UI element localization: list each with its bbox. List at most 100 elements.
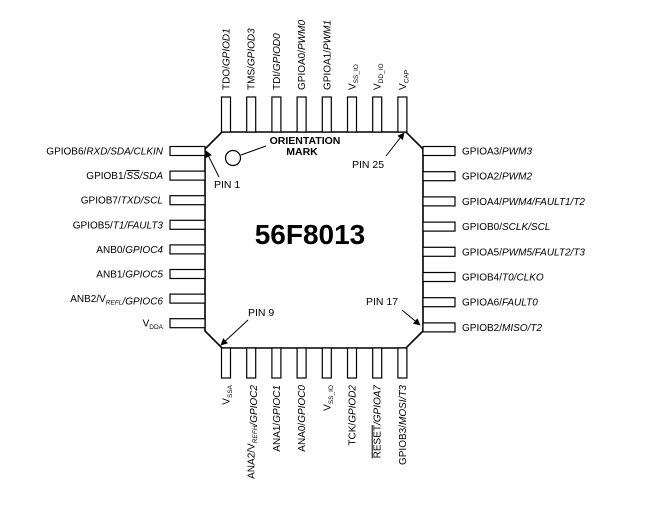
bottom-pin-7: RESET/GPIOA7 bbox=[372, 347, 384, 459]
left-pin-8: VDDA bbox=[143, 318, 206, 332]
pin-lead bbox=[296, 96, 307, 133]
pin-lead bbox=[397, 347, 408, 379]
pin-lead bbox=[169, 170, 206, 181]
right-pin-5: GPIOA5/PWM5/FAULT2/T3 bbox=[422, 246, 585, 258]
bottom-pin-8: GPIOB3/MOSI/T3 bbox=[397, 347, 409, 465]
bottom-pin-6: TCK/GPIOD2 bbox=[346, 347, 359, 446]
right-pin-8: GPIOB2/MISO/T2 bbox=[422, 322, 542, 334]
pin-lead bbox=[271, 96, 282, 133]
bottom-pin-4: ANA0/GPIOC0 bbox=[296, 347, 308, 452]
pin-lead bbox=[246, 96, 257, 133]
pin-lead bbox=[422, 271, 456, 283]
pin-lead bbox=[246, 347, 257, 379]
left-pin-row: GPIOB6/RXD/SDA/CLKIN GPIOB1/SS/SDA GPIOB7/… bbox=[46, 145, 206, 332]
pin-label: GPIOB7/TXD/SCL bbox=[81, 196, 163, 207]
pin-lead bbox=[422, 221, 456, 232]
right-pin-4: GPIOB0/SCLK/SCL bbox=[422, 221, 550, 233]
pin-label: VSS_IO bbox=[322, 385, 335, 411]
left-pin-7: ANB2/VREFL/GPIOC6 bbox=[70, 293, 206, 308]
bottom-pin-2: ANA2/VREFH/GPIOC2 bbox=[246, 347, 261, 479]
pin-label: TCK/GPIOD2 bbox=[348, 385, 359, 446]
pin-label: ANA2/VREFH/GPIOC2 bbox=[247, 385, 261, 479]
pin-lead bbox=[422, 322, 456, 333]
pin-label: GPIOB6/RXD/SDA/CLKIN bbox=[46, 147, 163, 158]
pin-1-callout: PIN 1 bbox=[214, 179, 240, 191]
top-pin-7: VDD_IO bbox=[372, 63, 386, 133]
pin-lead bbox=[397, 96, 408, 133]
pin-label: RESET/GPIOA7 bbox=[373, 385, 384, 459]
pin-17-callout: PIN 17 bbox=[366, 296, 398, 308]
pin-lead bbox=[321, 96, 332, 133]
pin-label: ANB1/GPIOC5 bbox=[96, 270, 163, 281]
top-pin-4: GPIOA0/PWM0 bbox=[296, 20, 308, 133]
bottom-pin-3: ANA1/GPIOC1 bbox=[271, 347, 283, 452]
pin-label: VDDA bbox=[143, 319, 164, 332]
right-pin-row: GPIOA3/PWM3GPIOA2/PWM2GPIOA4/PWM4/FAULT1… bbox=[422, 145, 585, 334]
pin-label: GPIOA1/PWM1 bbox=[322, 20, 333, 90]
pin-lead bbox=[169, 244, 206, 255]
pin-lead bbox=[220, 96, 232, 133]
left-pin-1: GPIOB6/RXD/SDA/CLKIN bbox=[46, 145, 206, 158]
right-pin-6: GPIOB4/T0/CLKO bbox=[422, 271, 544, 284]
pin-lead bbox=[346, 96, 358, 133]
pin-label: GPIOB4/T0/CLKO bbox=[462, 273, 544, 284]
top-pin-row: TDO/GPIOD1 TMS/GPIOD3 TDI/GPIOD0 GPIOA0/PWM… bbox=[220, 20, 411, 133]
pin-lead bbox=[422, 297, 456, 308]
pin-label: VSS_IO bbox=[348, 64, 361, 90]
pin-label: GPIOA6/FAULT0 bbox=[462, 298, 538, 309]
pin-25-callout: PIN 25 bbox=[352, 159, 384, 171]
pin-lead bbox=[296, 347, 307, 379]
top-pin-8: VCAP bbox=[397, 70, 411, 133]
right-pin-2: GPIOA2/PWM2 bbox=[422, 171, 532, 183]
pin-label: GPIOB1/SS/SDA bbox=[86, 171, 163, 182]
pin-9-arrow bbox=[220, 319, 249, 346]
orientation-mark-label-line1: ORIENTATION bbox=[270, 135, 341, 147]
left-pin-5: ANB0/GPIOC4 bbox=[96, 244, 206, 256]
top-pin-5: GPIOA1/PWM1 bbox=[321, 20, 333, 133]
left-pin-3: GPIOB7/TXD/SCL bbox=[81, 195, 206, 207]
right-pin-3: GPIOA4/PWM4/FAULT1/T2 bbox=[422, 196, 585, 208]
top-pin-6: VSS_IO bbox=[346, 64, 361, 133]
pin-label: GPIOB3/MOSI/T3 bbox=[398, 385, 409, 465]
orientation-mark-pointer bbox=[240, 145, 267, 156]
pin-label: ANA0/GPIOC0 bbox=[297, 385, 308, 452]
pin-lead bbox=[169, 219, 206, 230]
left-pin-2: GPIOB1/SS/SDA bbox=[86, 170, 206, 182]
pin-label: TMS/GPIOD3 bbox=[247, 28, 258, 90]
pin-label: GPIOA5/PWM5/FAULT2/T3 bbox=[462, 247, 585, 258]
pin-17-arrow bbox=[401, 309, 421, 326]
top-pin-2: TMS/GPIOD3 bbox=[246, 28, 258, 133]
pin-label: GPIOA0/PWM0 bbox=[297, 20, 308, 90]
bottom-pin-5: VSS_IO bbox=[321, 347, 335, 411]
pin-label: GPIOA2/PWM2 bbox=[462, 172, 532, 183]
pin-label: GPIOA4/PWM4/FAULT1/T2 bbox=[462, 197, 585, 208]
bottom-pin-row: VSSA ANA2/VREFH/GPIOC2 ANA1/GPIOC1 ANA0/GPI… bbox=[220, 347, 409, 479]
pin-lead bbox=[169, 268, 206, 280]
pin-9-callout: PIN 9 bbox=[248, 307, 274, 319]
pin-1-arrow bbox=[205, 150, 220, 178]
pin-label: GPIOB2/MISO/T2 bbox=[462, 323, 542, 334]
pin-lead bbox=[169, 293, 206, 304]
pin-label: VCAP bbox=[398, 70, 411, 90]
pin-lead bbox=[220, 347, 232, 379]
bottom-pin-1: VSSA bbox=[220, 347, 235, 405]
right-pin-7: GPIOA6/FAULT0 bbox=[422, 297, 538, 309]
pin-label: ANB2/VREFL/GPIOC6 bbox=[70, 294, 163, 308]
pin-label: TDO/GPIOD1 bbox=[222, 28, 233, 90]
pin-lead bbox=[169, 195, 206, 206]
pin-label: GPIOA3/PWM3 bbox=[462, 147, 532, 158]
pin-label: GPIOB0/SCLK/SCL bbox=[462, 222, 550, 233]
pin-lead bbox=[346, 347, 358, 379]
pin-label: GPIOB5/T1/FAULT3 bbox=[73, 220, 164, 231]
pin-label: ANA1/GPIOC1 bbox=[272, 385, 283, 452]
pin-label: VDD_IO bbox=[373, 63, 386, 90]
top-pin-1: TDO/GPIOD1 bbox=[220, 28, 233, 133]
pin-label: VSSA bbox=[222, 384, 235, 404]
pin-lead bbox=[422, 145, 456, 157]
left-pin-4: GPIOB5/T1/FAULT3 bbox=[73, 219, 206, 231]
top-pin-3: TDI/GPIOD0 bbox=[271, 33, 283, 133]
pin-lead bbox=[422, 196, 456, 207]
pin-label: TDI/GPIOD0 bbox=[272, 33, 283, 90]
pin-lead bbox=[271, 347, 282, 379]
